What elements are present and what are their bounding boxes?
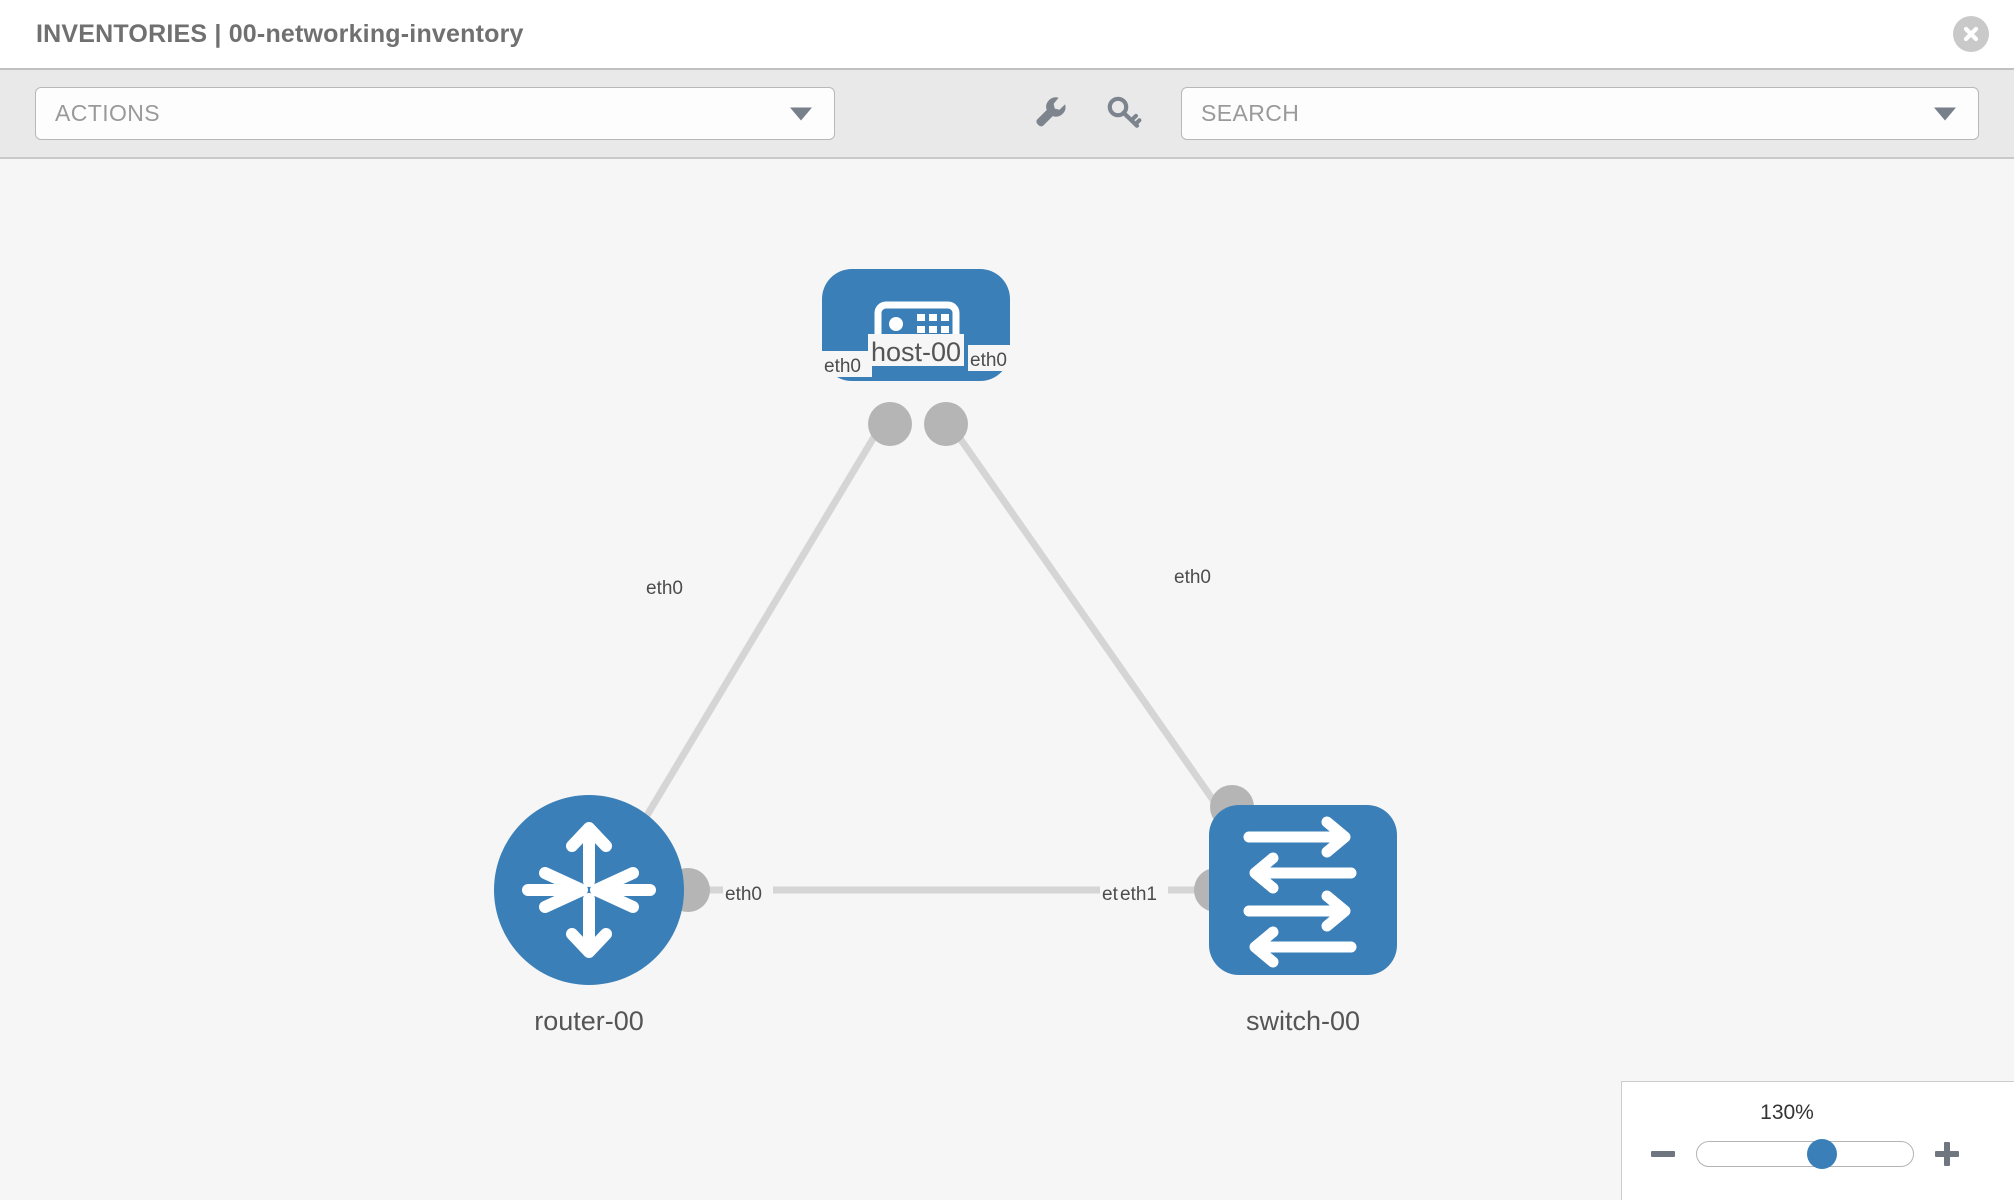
chevron-down-icon[interactable] (790, 107, 812, 120)
toolbar-icon-group (1030, 91, 1144, 136)
iface-label-host-eth0-right: eth0 (970, 350, 1007, 371)
port-host-right[interactable] (924, 402, 968, 446)
router-arrows-icon (522, 822, 656, 958)
zoom-slider-thumb[interactable] (1807, 1139, 1838, 1169)
iface-label-switch-eth0-up: eth0 (1174, 567, 1211, 588)
iface-label-host-eth0-left: eth0 (824, 356, 861, 377)
zoom-out-button[interactable] (1648, 1139, 1678, 1169)
node-label-host-00: host-00 (871, 337, 961, 367)
zoom-level-value: 130% (1760, 1101, 1814, 1124)
link-host-switch[interactable] (949, 424, 1235, 830)
iface-label-switch-eth1: eth1 (1120, 884, 1157, 905)
search-input[interactable]: SEARCH (1181, 87, 1979, 140)
port-layer (666, 402, 1254, 912)
node-label-switch-00: switch-00 (1246, 1006, 1360, 1036)
zoom-slider-row (1648, 1139, 1962, 1169)
link-layer (636, 424, 1235, 894)
page-title: INVENTORIES | 00-networking-inventory (36, 19, 524, 48)
interface-label-layer: eth0 eth0 eth0 eth0 eth0 eth0 eth1 (644, 345, 1222, 905)
key-icon[interactable] (1104, 91, 1144, 136)
node-label-router-00: router-00 (534, 1006, 644, 1036)
iface-label-router-eth0-right: eth0 (725, 884, 762, 905)
topology-canvas[interactable]: eth0 eth0 eth0 eth0 eth0 eth0 eth1 host-… (0, 159, 2014, 1200)
wrench-icon[interactable] (1030, 91, 1070, 136)
toolbar: ACTIONS SEARCH (0, 68, 2014, 159)
actions-dropdown-label: ACTIONS (55, 100, 161, 126)
topology-graph: eth0 eth0 eth0 eth0 eth0 eth0 eth1 host-… (494, 269, 1397, 1036)
iface-label-router-eth0-up: eth0 (646, 578, 683, 599)
node-label-layer: host-00 router-00 switch-00 (526, 334, 1364, 1036)
node-router-00[interactable] (494, 795, 684, 985)
switch-arrows-icon (1243, 816, 1357, 968)
chevron-down-icon[interactable] (1934, 107, 1956, 120)
actions-dropdown[interactable]: ACTIONS (35, 87, 835, 140)
port-host-left[interactable] (868, 402, 912, 446)
node-switch-00[interactable] (1209, 805, 1397, 975)
close-icon[interactable] (1953, 16, 1989, 52)
search-input-placeholder: SEARCH (1201, 100, 1300, 126)
zoom-slider[interactable] (1696, 1139, 1914, 1169)
page-header: INVENTORIES | 00-networking-inventory (0, 0, 2014, 68)
zoom-in-button[interactable] (1932, 1139, 1962, 1169)
link-host-router[interactable] (636, 425, 884, 829)
zoom-control-panel: 130% (1621, 1081, 2014, 1200)
